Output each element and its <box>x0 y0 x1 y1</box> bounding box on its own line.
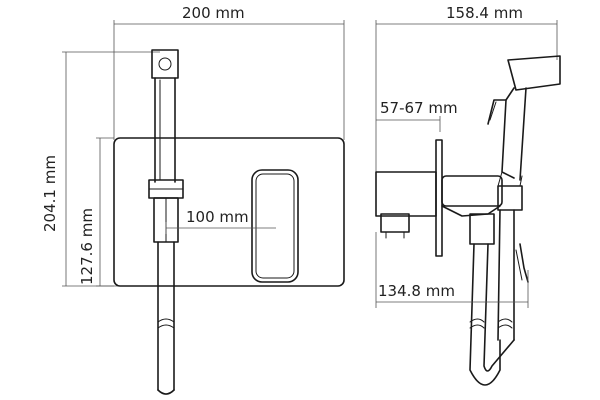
side-view: 158.4 mm 57-67 mm <box>375 4 561 386</box>
side-hose <box>469 243 515 386</box>
hand-shower <box>487 55 561 341</box>
side-body <box>375 171 503 245</box>
mixer-lever <box>251 169 299 283</box>
dimension-lever-offset: 100 mm <box>165 208 276 234</box>
lever-offset-label: 100 mm <box>186 208 249 226</box>
dimension-side-total-width: 158.4 mm <box>375 4 558 180</box>
dimension-plate-height: 127.6 mm <box>78 137 114 287</box>
dimension-wall-depth: 57-67 mm <box>376 99 458 132</box>
dimension-side-body-width: 134.8 mm <box>375 232 529 308</box>
side-total-width-label: 158.4 mm <box>446 4 523 22</box>
dimension-front-width: 200 mm <box>113 4 345 140</box>
wall-plate <box>113 137 345 287</box>
dimension-front-height: 204.1 mm <box>41 51 160 287</box>
plate-height-label: 127.6 mm <box>78 208 96 285</box>
front-width-label: 200 mm <box>182 4 245 22</box>
wall-depth-label: 57-67 mm <box>380 99 458 117</box>
hose-holder <box>148 49 184 395</box>
front-view: 200 mm 204.1 mm 127.6 mm <box>41 4 345 395</box>
side-wall-plate <box>435 139 443 257</box>
side-body-width-label: 134.8 mm <box>378 282 455 300</box>
front-height-label: 204.1 mm <box>41 155 59 232</box>
